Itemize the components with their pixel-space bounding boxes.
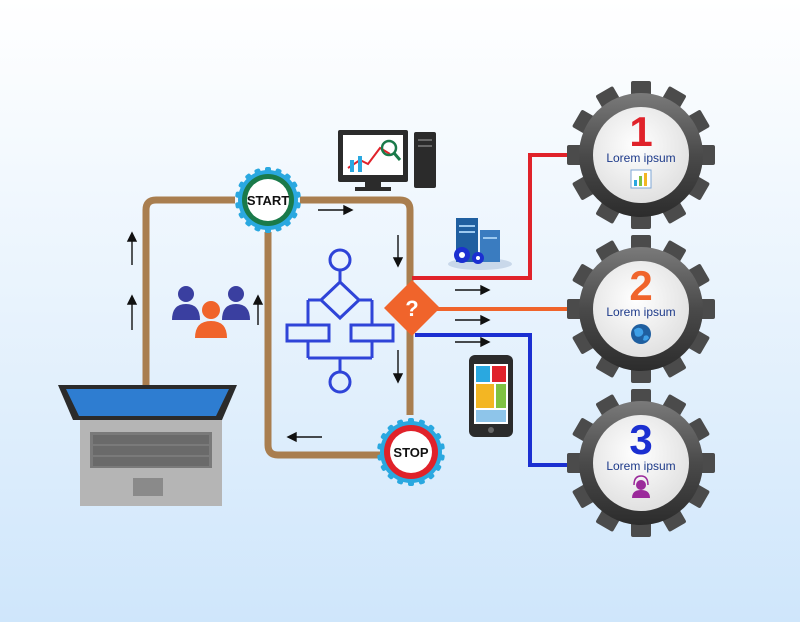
cog-icon	[567, 81, 715, 229]
gear-tooth	[567, 299, 583, 319]
keyboard	[93, 435, 209, 466]
report-chart-icon	[630, 169, 652, 189]
branch-line-1	[412, 153, 580, 280]
branch-lines	[412, 153, 580, 467]
branch-arrows	[455, 284, 491, 348]
start-label: START	[247, 193, 289, 208]
gear-tooth	[631, 521, 651, 537]
desktop-analytics-icon	[338, 130, 436, 191]
arrow-up-icon	[126, 294, 138, 330]
tablet-icon	[469, 355, 513, 437]
decision-diamond: ?	[384, 280, 440, 336]
arrow-right-icon	[455, 314, 491, 326]
gear-1-label: Lorem ipsum	[606, 151, 675, 165]
start-badge: START	[235, 167, 301, 233]
gear-tooth	[631, 235, 651, 251]
stop-badge: STOP	[377, 418, 445, 486]
loop-path-inner	[264, 232, 380, 459]
servers-icon	[448, 218, 512, 270]
arrow-down-icon	[392, 350, 404, 384]
gear-tooth	[631, 389, 651, 405]
flowchart-icon	[285, 248, 395, 394]
gear-2: 2 Lorem ipsum	[567, 235, 715, 383]
gear-1-number: 1	[629, 108, 652, 155]
decision-symbol: ?	[405, 296, 418, 321]
gear-tooth	[699, 145, 715, 165]
gear-tooth	[567, 145, 583, 165]
gear-2-label: Lorem ipsum	[606, 305, 675, 319]
arrow-up-icon	[126, 231, 138, 265]
loop-path	[142, 196, 235, 385]
arrow-right-icon	[318, 204, 354, 216]
process-loop	[142, 196, 414, 459]
gear-tooth	[567, 453, 583, 473]
stop-label: STOP	[393, 445, 428, 460]
branch-line-3	[415, 333, 580, 467]
gear-tooth	[631, 213, 651, 229]
loop-arrows	[126, 204, 404, 443]
support-agent-icon	[632, 475, 650, 498]
gear-3-label: Lorem ipsum	[606, 459, 675, 473]
gear-2-number: 2	[629, 262, 652, 309]
gear-tooth	[631, 81, 651, 97]
globe-icon	[631, 324, 651, 344]
arrow-left-icon	[286, 431, 322, 443]
gear-3: 3 Lorem ipsum	[567, 389, 715, 537]
gear-tooth	[699, 299, 715, 319]
gear-1: 1 Lorem ipsum	[567, 81, 715, 229]
laptop-icon	[58, 385, 237, 506]
gear-3-number: 3	[629, 416, 652, 463]
arrow-up-icon	[252, 294, 264, 325]
gear-tooth	[699, 453, 715, 473]
arrow-right-icon	[455, 284, 491, 296]
gear-tooth	[631, 367, 651, 383]
loop-path-top	[300, 196, 414, 415]
arrow-right-icon	[455, 336, 491, 348]
team-icon	[172, 286, 250, 338]
arrow-down-icon	[392, 235, 404, 268]
